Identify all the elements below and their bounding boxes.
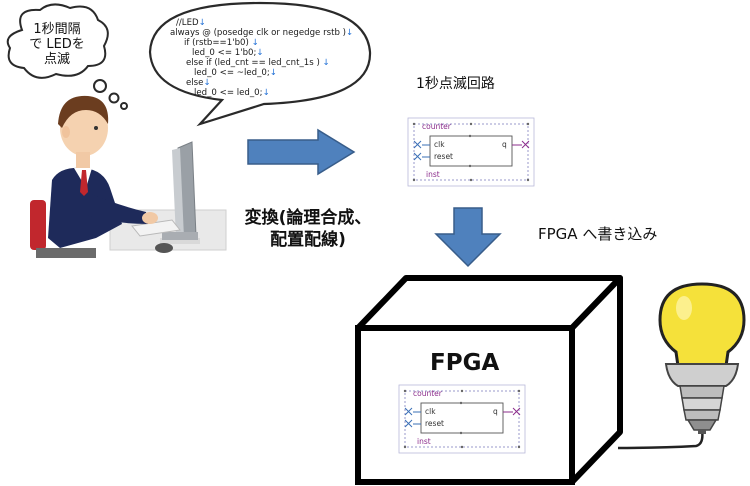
code-line-5: else if (led_cnt == led_cnt_1s ) <box>186 58 320 68</box>
convert-label: 変換(論理合成、 配置配線) <box>238 207 378 251</box>
down-arrow-icon <box>434 207 502 268</box>
return-arrow-icon: ↓ <box>262 88 270 98</box>
circuit-caption: 1秒点滅回路 <box>416 76 495 92</box>
right-arrow-icon <box>247 128 356 176</box>
code-line-7: else <box>186 78 204 88</box>
schematic-lines <box>407 117 535 187</box>
schematic-port-reset: reset <box>425 419 444 428</box>
return-arrow-icon: ↓ <box>203 78 211 88</box>
code-line-2: always @ (posedge clk or negedge rstb ) <box>170 28 346 38</box>
fpga-box <box>355 275 623 485</box>
code-line-1: //LED <box>176 18 199 28</box>
schematic-module-label: counter <box>413 389 442 398</box>
schematic-inst-label: inst <box>417 437 431 446</box>
return-arrow-icon: ↓ <box>198 18 206 28</box>
schematic-module-label: counter <box>422 122 451 131</box>
schematic-inst-label: inst <box>426 170 440 179</box>
return-arrow-icon: ↓ <box>346 28 354 38</box>
schematic-port-q: q <box>502 140 507 149</box>
fpga-label: FPGA <box>430 350 500 376</box>
write-label: FPGA へ書き込み <box>538 225 658 243</box>
person-at-computer-illustration <box>30 95 227 258</box>
verilog-code: //LED↓ always @ (posedge clk or negedge … <box>170 18 376 100</box>
convert-label-line-2: 配置配線) <box>270 230 346 250</box>
thought-line-1: 1秒間隔 <box>33 22 81 37</box>
return-arrow-icon: ↓ <box>256 48 264 58</box>
speech-bubble <box>148 1 372 127</box>
thought-text: 1秒間隔 で LEDを 点滅 <box>14 22 100 67</box>
schematic-port-reset: reset <box>434 152 453 161</box>
fpga-counter-schematic: counter clk reset q inst <box>395 381 529 457</box>
convert-label-line-1: 変換(論理合成、 <box>244 208 372 228</box>
code-line-4: led_0 <= 1'b0; <box>192 48 257 58</box>
return-arrow-icon: ↓ <box>322 58 330 68</box>
schematic-port-q: q <box>493 407 498 416</box>
return-arrow-icon: ↓ <box>251 38 259 48</box>
thought-bubble <box>6 3 128 110</box>
code-line-8: led_0 <= led_0; <box>194 88 263 98</box>
schematic-port-clk: clk <box>425 407 436 416</box>
schematic-lines <box>398 384 526 454</box>
return-arrow-icon: ↓ <box>269 68 277 78</box>
light-bulb-icon <box>617 282 746 450</box>
thought-line-3: 点滅 <box>43 52 70 67</box>
schematic-port-clk: clk <box>434 140 445 149</box>
thought-line-2: で LEDを <box>29 37 85 52</box>
code-line-6: led_0 <= ~led_0; <box>194 68 270 78</box>
counter-schematic: counter clk reset q inst <box>404 114 538 190</box>
code-line-3: if (rstb==1'b0) <box>184 38 249 48</box>
